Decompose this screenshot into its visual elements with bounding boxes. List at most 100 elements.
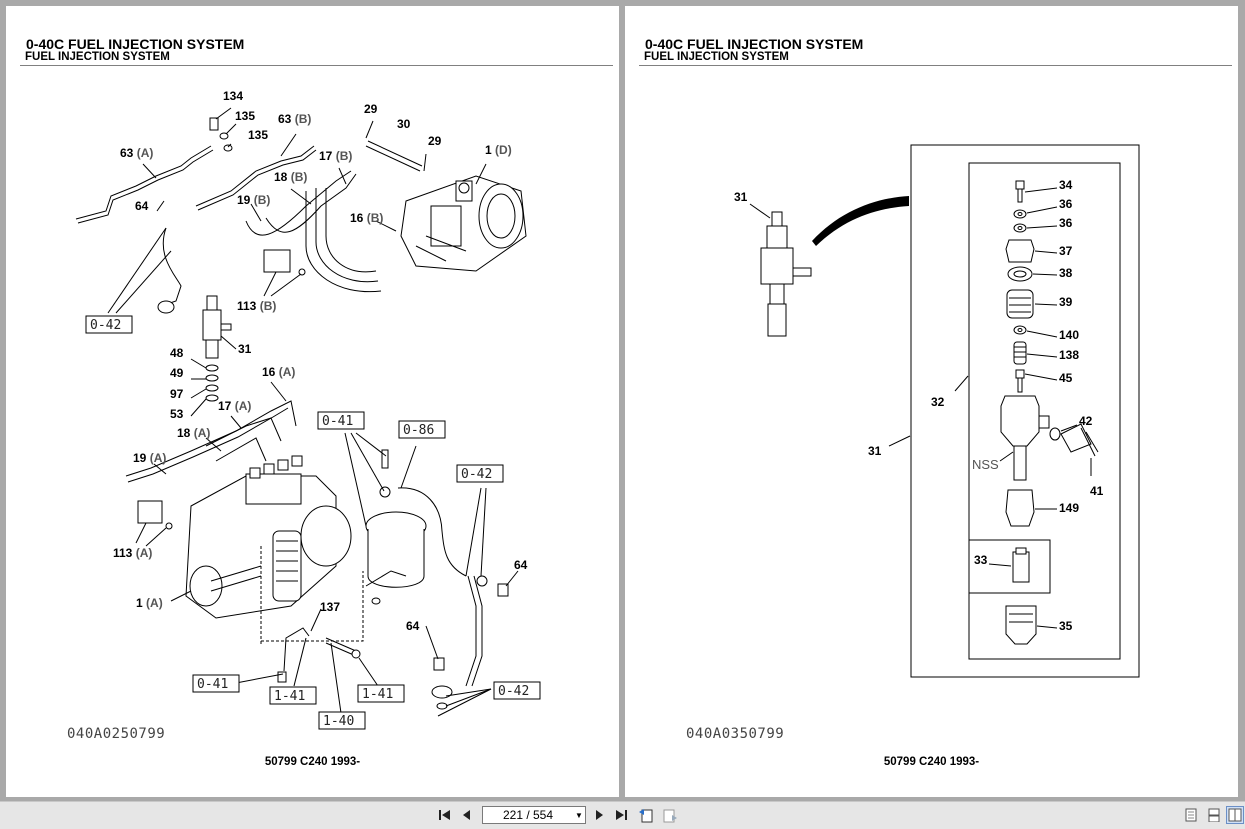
- previous-page-icon[interactable]: [458, 806, 476, 824]
- fuel-line-63b: [195, 145, 315, 207]
- svg-text:30: 30: [397, 117, 411, 131]
- injection-nozzle-31: [202, 295, 232, 359]
- svg-text:0-41: 0-41: [197, 677, 228, 692]
- svg-text:36: 36: [1059, 197, 1073, 211]
- svg-text:1-41: 1-41: [362, 687, 393, 702]
- injection-pump-1a: [185, 455, 352, 619]
- svg-text:31: 31: [868, 444, 882, 458]
- svg-text:NSS: NSS: [972, 457, 999, 472]
- svg-text:16 (A): 16 (A): [262, 365, 295, 379]
- fuel-line-63a: [75, 145, 212, 220]
- svg-text:64: 64: [514, 558, 528, 572]
- svg-text:33: 33: [974, 553, 988, 567]
- svg-text:63 (B): 63 (B): [278, 112, 311, 126]
- reference-boxes: 0-42 0-41 0-86 0-42 0-41 1-41 1-41 1-40 …: [85, 315, 541, 730]
- svg-text:135: 135: [235, 109, 255, 123]
- svg-text:0-42: 0-42: [90, 318, 121, 333]
- first-page-icon[interactable]: [436, 806, 454, 824]
- page-number-select[interactable]: 221 / 554 ▼: [482, 806, 586, 824]
- exploded-parts: [1000, 180, 1099, 645]
- go-back-icon[interactable]: [637, 806, 655, 824]
- page-subtitle: FUEL INJECTION SYSTEM: [644, 51, 789, 63]
- svg-text:0-41: 0-41: [322, 414, 353, 429]
- svg-text:135: 135: [248, 128, 268, 142]
- svg-text:53: 53: [170, 407, 184, 421]
- svg-text:64: 64: [406, 619, 420, 633]
- drawing-code: 040A0250799: [67, 726, 166, 742]
- svg-text:134: 134: [223, 89, 243, 103]
- svg-text:18 (A): 18 (A): [177, 426, 210, 440]
- svg-text:19 (A): 19 (A): [133, 451, 166, 465]
- svg-text:0-42: 0-42: [461, 467, 492, 482]
- svg-text:41: 41: [1090, 484, 1104, 498]
- svg-text:29: 29: [428, 134, 442, 148]
- bolt-64: [497, 583, 509, 597]
- svg-text:17 (B): 17 (B): [319, 149, 352, 163]
- left-page: 0-40C FUEL INJECTION SYSTEM FUEL INJECTI…: [6, 6, 619, 797]
- svg-text:48: 48: [170, 346, 184, 360]
- svg-text:34: 34: [1059, 178, 1073, 192]
- page-footer: 50799 C240 1993-: [264, 756, 361, 768]
- svg-text:17 (A): 17 (A): [218, 399, 251, 413]
- fuel-filter: [365, 449, 427, 588]
- svg-text:113 (A): 113 (A): [113, 546, 152, 560]
- svg-text:45: 45: [1059, 371, 1073, 385]
- pipe-30: [367, 140, 423, 167]
- svg-text:64: 64: [135, 199, 149, 213]
- svg-text:49: 49: [170, 366, 184, 380]
- go-forward-icon[interactable]: [661, 806, 679, 824]
- svg-text:19 (B): 19 (B): [237, 193, 270, 207]
- page-title: 0-40C FUEL INJECTION SYSTEM: [645, 36, 864, 52]
- dropdown-arrow-icon: ▼: [575, 810, 583, 820]
- svg-text:32: 32: [931, 395, 945, 409]
- header-rule: [20, 65, 613, 66]
- next-page-icon[interactable]: [590, 806, 608, 824]
- page-title: 0-40C FUEL INJECTION SYSTEM: [26, 36, 245, 52]
- svg-text:113 (B): 113 (B): [237, 299, 276, 313]
- svg-text:31: 31: [734, 190, 748, 204]
- single-page-view-icon[interactable]: [1182, 806, 1200, 824]
- svg-text:97: 97: [170, 387, 184, 401]
- svg-text:18 (B): 18 (B): [274, 170, 307, 184]
- svg-text:140: 140: [1059, 328, 1079, 342]
- page-footer: 50799 C240 1993-: [883, 756, 980, 768]
- assembly-frame-33: [968, 539, 1051, 594]
- svg-text:0-86: 0-86: [403, 423, 434, 438]
- zoom-arrow: [812, 196, 909, 246]
- svg-text:63 (A): 63 (A): [120, 146, 153, 160]
- svg-text:0-42: 0-42: [498, 684, 529, 699]
- svg-text:1 (A): 1 (A): [136, 596, 163, 610]
- assembly-frame-31: [910, 144, 1140, 678]
- continuous-view-icon[interactable]: [1205, 806, 1223, 824]
- bolt-134: [209, 117, 219, 131]
- svg-text:38: 38: [1059, 266, 1073, 280]
- viewer-toolbar: 221 / 554 ▼: [0, 801, 1245, 829]
- part-callouts: 134 135 135 63 (B) 63 (A) 29 30 29 1 (D)…: [113, 89, 528, 633]
- header-rule: [639, 65, 1232, 66]
- assembly-frame-32: [968, 162, 1121, 660]
- fuel-injection-pump-diagram: 134 135 135 63 (B) 63 (A) 29 30 29 1 (D)…: [75, 89, 541, 730]
- svg-text:42: 42: [1079, 414, 1093, 428]
- right-page: 0-40C FUEL INJECTION SYSTEM FUEL INJECTI…: [625, 6, 1238, 797]
- part-callouts: 31 34 36 36 37 38 39 140 138 45 32 42 31…: [734, 178, 1104, 633]
- svg-text:1-41: 1-41: [274, 689, 305, 704]
- last-page-icon[interactable]: [612, 806, 630, 824]
- injection-pump-1d: [400, 175, 527, 272]
- svg-text:138: 138: [1059, 348, 1079, 362]
- bracket-113a: [137, 500, 163, 524]
- svg-text:149: 149: [1059, 501, 1079, 515]
- svg-text:137: 137: [320, 600, 340, 614]
- page-number-value: 221 / 554: [502, 808, 554, 822]
- page-subtitle: FUEL INJECTION SYSTEM: [25, 51, 170, 63]
- assembled-nozzle-31: [760, 211, 812, 337]
- svg-text:35: 35: [1059, 619, 1073, 633]
- svg-text:37: 37: [1059, 244, 1073, 258]
- facing-pages-view-icon[interactable]: [1226, 806, 1244, 824]
- svg-text:39: 39: [1059, 295, 1073, 309]
- svg-text:1 (D): 1 (D): [485, 143, 512, 157]
- bracket-113b: [263, 249, 291, 273]
- svg-text:36: 36: [1059, 216, 1073, 230]
- svg-text:31: 31: [238, 342, 252, 356]
- injection-nozzle-exploded-diagram: 31 34 36 36 37 38 39 140 138 45 32 42 31…: [734, 144, 1140, 678]
- svg-text:1-40: 1-40: [323, 714, 354, 729]
